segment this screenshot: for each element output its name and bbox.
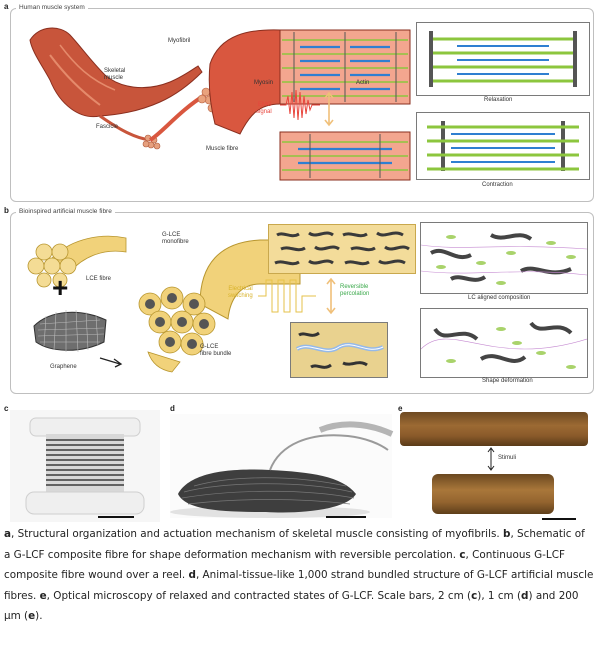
label-electrical-switching: Electrical switching [228,286,253,299]
caption-a-text: , Structural organization and actuation … [11,528,503,540]
label-emg-signal: EMG signal [256,102,272,115]
label-glce-monofibre: G-LCE monofibre [162,232,189,245]
label-actin: Actin [356,80,370,86]
panel-a-title: Human muscle system [16,4,88,11]
graphene-sheet-icon [33,309,107,353]
caption-scalebar-mid2: ) and 200 μm ( [4,589,579,623]
caption-e-letter: e [39,589,47,602]
double-arrow-icon [324,91,334,127]
glce-composite-strip [268,224,416,274]
electrical-switching-icon [258,279,316,313]
label-glce-bundle: G-LCE fibre bundle [200,344,232,357]
label-muscle-fibre: Muscle fibre [206,146,239,152]
myofibril-illustration [208,29,411,181]
figure-caption: a, Structural organization and actuation… [4,524,594,627]
label-contraction: Contraction [482,182,513,188]
scale-bar-d [326,516,366,518]
caption-scalebar-mid1: ), 1 cm ( [477,589,522,602]
plus-sign: + [52,272,69,303]
relaxed-fibre-micrograph [400,412,588,446]
panel-d-letter: d [170,404,175,413]
label-skeletal-muscle: Skeletal muscle [104,68,126,81]
caption-e-text: , Optical microscopy of relaxed and cont… [46,589,472,602]
scale-bar-e [542,518,576,520]
scale-bar-c [98,516,134,518]
caption-b-text: , Schematic of a G-LCF composite fibre f… [4,528,585,561]
caption-c-text: , Continuous G-LCF composite fibre wound… [4,548,565,582]
lce-fibre-illustration [27,235,127,288]
panel-b-letter: b [4,206,9,215]
caption-c-letter: c [459,548,466,561]
arrow-icon [99,357,123,368]
label-graphene: Graphene [50,364,77,370]
caption-scalebar-d: d [521,589,529,602]
caption-scalebar-c: c [471,589,478,602]
emg-signal-icon [280,89,320,121]
caption-b-letter: b [502,528,511,540]
shape-deformation-box [420,308,588,378]
label-lce-fibre: LCE fibre [86,276,112,282]
double-arrow-icon [326,277,336,315]
label-myofibril: Myofibril [168,38,191,44]
reel-photo [10,410,160,522]
label-myosin: Myosin [254,80,274,86]
contracted-fibre-micrograph [432,474,554,514]
caption-d-letter: d [188,569,196,582]
caption-d-text: , Animal-tissue-like 1,000 strand bundle… [4,569,594,602]
label-relaxation: Relaxation [484,97,513,103]
arm-illustration [29,27,221,150]
label-stimuli: Stimuli [498,455,517,461]
label-lc-aligned: LC aligned composition [468,295,531,301]
bundle-photo [170,414,394,518]
panel-a-letter: a [4,2,9,11]
caption-a-letter: a [4,528,12,540]
relaxation-box [416,22,590,96]
panel-c-letter: c [4,404,9,413]
label-reversible-percolation: Reversible percolation [340,284,370,297]
caption-scalebar-e: e [28,610,36,623]
panel-b-title: Bioinspired artificial muscle fibre [16,208,115,215]
label-fascicle: Fascicle [96,124,119,130]
panel-e-letter: e [398,404,403,413]
percolation-box [290,322,388,378]
lc-aligned-box [420,222,588,294]
caption-scalebar-end: ). [35,610,43,623]
label-shape-deformation: Shape deformation [482,378,533,384]
stimuli-arrow-icon [487,447,495,471]
contraction-box [416,112,590,180]
